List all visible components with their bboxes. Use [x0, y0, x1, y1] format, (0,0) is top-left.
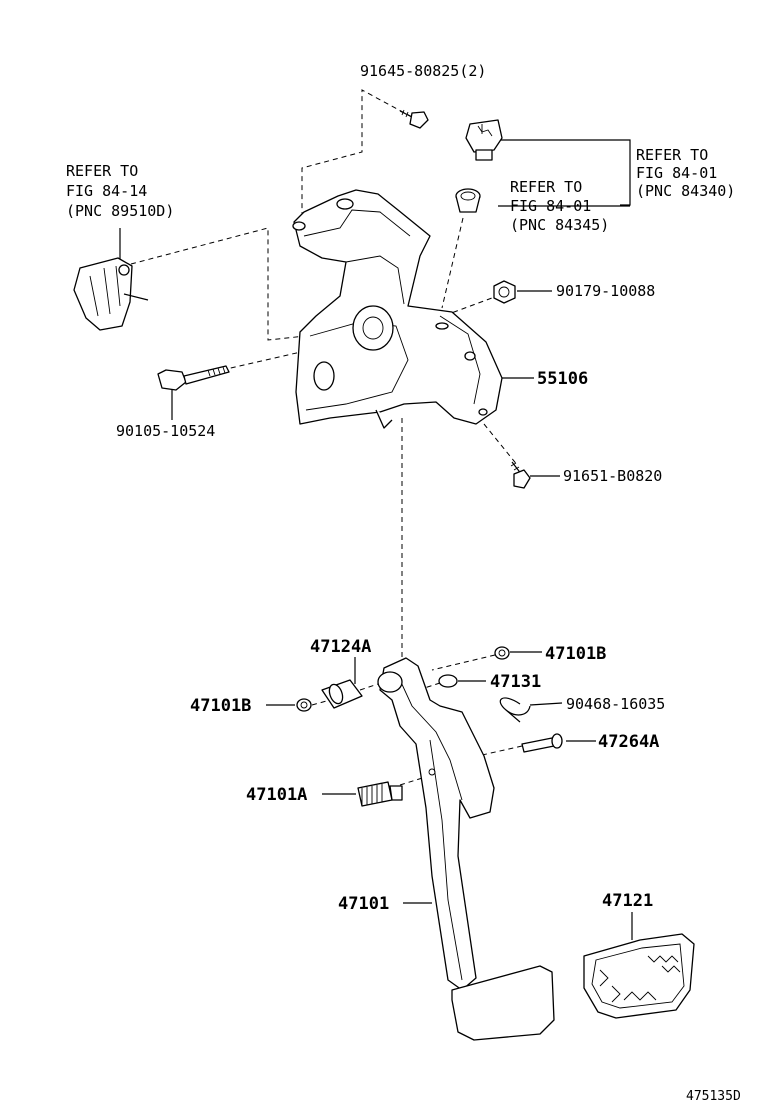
label-bracket: 55106: [537, 369, 588, 389]
stop-lamp-switch-part[interactable]: [465, 119, 503, 161]
label-refer-89510d-line2: FIG 84-14: [66, 182, 147, 200]
label-refer-84340-line1: REFER TO: [636, 146, 708, 164]
label-refer-84340-line2: FIG 84-01: [636, 164, 717, 182]
collar-part[interactable]: [321, 679, 363, 709]
label-bushing-left: 47101B: [190, 696, 251, 716]
label-pedal-arm: 47101: [338, 894, 389, 914]
label-bolt-left: 90105-10524: [116, 422, 215, 440]
pedal-cushion-part[interactable]: [438, 674, 458, 688]
label-clip: 90468-16035: [566, 695, 665, 713]
label-refer-89510d-line3: (PNC 89510D): [66, 202, 174, 220]
switch-cushion-part[interactable]: [455, 188, 481, 213]
label-spring: 47101A: [246, 785, 307, 805]
solid-leader-lines: [119, 139, 633, 940]
clevis-pin-part[interactable]: [521, 733, 563, 753]
part-labels: 91645-80825(2) REFER TO FIG 84-01 (PNC 8…: [66, 62, 741, 1104]
pedal-pad-part[interactable]: [583, 933, 695, 1019]
label-bolt-small: 91651-B0820: [563, 467, 662, 485]
label-collar: 47124A: [310, 637, 371, 657]
label-pedal-pad: 47121: [602, 891, 653, 911]
label-refer-84345-line3: (PNC 84345): [510, 216, 609, 234]
label-bushing-right: 47101B: [545, 644, 606, 664]
pedal-sensor-part[interactable]: [73, 257, 149, 331]
label-refer-84345-line2: FIG 84-01: [510, 197, 591, 215]
pedal-bracket-part[interactable]: [292, 189, 503, 429]
label-refer-84340-line3: (PNC 84340): [636, 182, 735, 200]
nut-part[interactable]: [493, 280, 516, 304]
label-pin: 47264A: [598, 732, 659, 752]
bushing-left-part[interactable]: [296, 698, 312, 712]
label-refer-89510d-line1: REFER TO: [66, 162, 138, 180]
bushing-right-part[interactable]: [494, 646, 510, 660]
label-bolt-top: 91645-80825(2): [360, 62, 486, 80]
pedal-arm-part[interactable]: [377, 657, 555, 1041]
bolt-top-part[interactable]: [399, 109, 429, 129]
figure-code: 475135D: [686, 1089, 741, 1104]
label-nut: 90179-10088: [556, 282, 655, 300]
clip-part[interactable]: [499, 697, 531, 723]
label-cushion: 47131: [490, 672, 541, 692]
label-refer-84345-line1: REFER TO: [510, 178, 582, 196]
bolt-small-part[interactable]: [510, 461, 531, 489]
bolt-left-part[interactable]: [157, 365, 230, 391]
return-spring-part[interactable]: [357, 781, 403, 807]
